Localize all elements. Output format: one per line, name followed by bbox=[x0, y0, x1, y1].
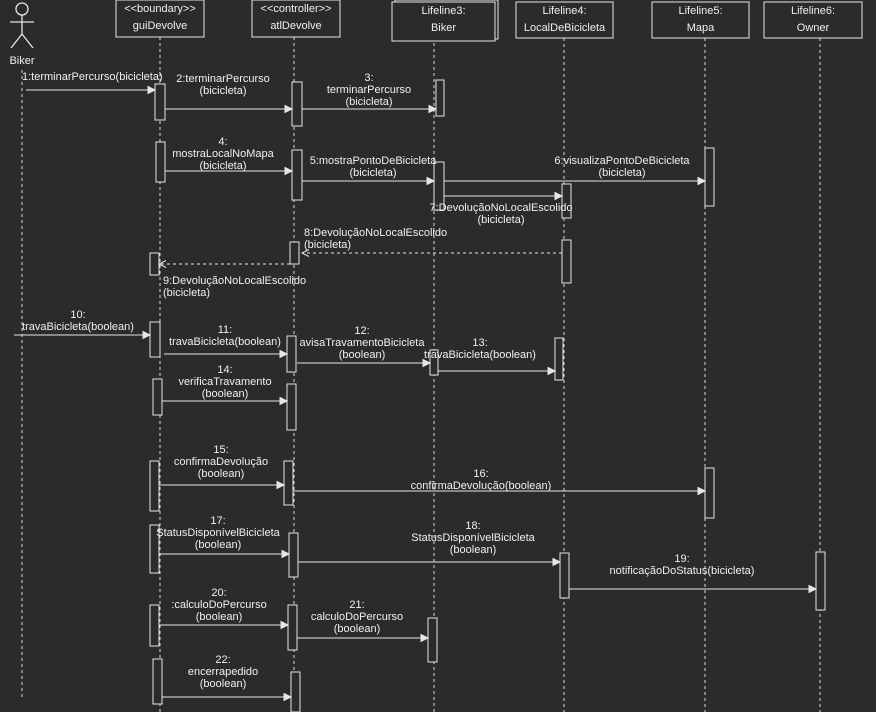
message-arrow-19 bbox=[569, 584, 818, 594]
activation-bar bbox=[149, 321, 161, 358]
activation-bar bbox=[286, 335, 297, 373]
lifeline-header-owner[interactable]: Lifeline6:Owner bbox=[763, 1, 863, 39]
activation-bar bbox=[288, 532, 299, 578]
message-label-9: 9:DevoluçãoNoLocalEscolido(bicicleta) bbox=[163, 275, 306, 299]
activation-bar bbox=[290, 671, 301, 712]
actor-head-icon bbox=[15, 2, 29, 16]
message-label-4: 4:mostraLocalNoMapa(bicicleta) bbox=[172, 136, 274, 172]
lifeline-name: Lifeline4:LocalDeBicicleta bbox=[524, 5, 606, 34]
message-label-3: 3:terminarPercurso(bicicleta) bbox=[327, 72, 411, 108]
lifeline-name: Lifeline3:Biker bbox=[421, 5, 465, 34]
message-label-19: 19:notificaçãoDoStatus(bicicleta) bbox=[610, 553, 755, 577]
message-label-7: 7:DevoluçãoNoLocalEscolido(bicicleta) bbox=[429, 202, 572, 226]
message-arrow-3 bbox=[302, 104, 438, 114]
activation-bar bbox=[554, 337, 564, 381]
lifeline-header-ctl[interactable]: <<controller>>atlDevolve bbox=[251, 0, 341, 38]
message-arrow-21 bbox=[297, 633, 430, 643]
message-label-15: 15:confirmaDevolução(boolean) bbox=[174, 444, 268, 480]
message-label-16: 16:confirmaDevolução(boolean) bbox=[411, 468, 552, 492]
actor-label: Biker bbox=[9, 55, 34, 67]
message-arrow-1 bbox=[26, 85, 157, 95]
message-arrow-22 bbox=[162, 692, 293, 702]
activation-bar bbox=[704, 467, 715, 519]
message-arrow-13 bbox=[438, 366, 557, 376]
lifeline-header-local[interactable]: Lifeline4:LocalDeBicicleta bbox=[515, 1, 614, 39]
message-label-20: 20::calculoDoPercurso(boolean) bbox=[171, 587, 266, 623]
message-arrow-14 bbox=[162, 396, 289, 406]
activation-bar bbox=[291, 149, 303, 201]
message-label-2: 2:terminarPercurso(bicicleta) bbox=[176, 73, 270, 97]
message-arrow-11 bbox=[164, 349, 289, 359]
message-arrow-6 bbox=[444, 176, 707, 186]
activation-bar bbox=[149, 460, 160, 512]
message-label-5: 5:mostraPontoDeBicicleta(bicicleta) bbox=[310, 155, 437, 179]
message-label-17: 17:StatusDisponívelBicicleta(boolean) bbox=[156, 515, 280, 551]
lifeline-name: Lifeline6:Owner bbox=[791, 5, 835, 34]
message-label-21: 21:calculoDoPercurso(boolean) bbox=[311, 599, 403, 635]
message-arrow-12 bbox=[297, 358, 432, 368]
message-label-22: 22:encerrapedido(boolean) bbox=[188, 654, 258, 690]
activation-bar bbox=[289, 241, 300, 265]
lifeline-header-biker[interactable]: Lifeline3:Biker bbox=[391, 0, 499, 42]
message-label-1: 1:terminarPercurso(bicicleta) bbox=[22, 71, 163, 83]
message-arrow-10 bbox=[14, 330, 152, 340]
message-arrow-15 bbox=[159, 480, 286, 490]
activation-bar bbox=[149, 524, 160, 574]
activation-bar bbox=[152, 378, 163, 416]
message-arrow-16 bbox=[293, 486, 707, 496]
message-arrow-2 bbox=[165, 104, 294, 114]
message-label-14: 14:verificaTravamento(boolean) bbox=[178, 364, 271, 400]
message-label-6: 6:visualizaPontoDeBicicleta(bicicleta) bbox=[554, 155, 690, 179]
message-arrow-18 bbox=[298, 557, 562, 567]
activation-bar bbox=[286, 383, 297, 431]
activation-bar bbox=[155, 141, 166, 183]
activation-bar bbox=[815, 551, 826, 611]
lifeline-name: <<boundary>>guiDevolve bbox=[124, 3, 196, 32]
activation-bar bbox=[559, 552, 570, 599]
activation-bar bbox=[427, 617, 438, 663]
activation-bar bbox=[287, 604, 298, 651]
activation-bar bbox=[283, 460, 294, 506]
lifeline-name: <<controller>>atlDevolve bbox=[261, 3, 332, 32]
message-label-18: 18:StatusDisponívelBicicleta(boolean) bbox=[411, 520, 535, 556]
message-label-13: 13:travaBicicleta(boolean) bbox=[424, 337, 536, 361]
activation-bar bbox=[149, 252, 160, 276]
lifeline-header-gui[interactable]: <<boundary>>guiDevolve bbox=[115, 0, 205, 38]
message-arrow-5 bbox=[302, 176, 436, 186]
message-arrow-7 bbox=[444, 191, 564, 201]
activation-bar bbox=[149, 604, 160, 647]
message-label-12: 12:avisaTravamentoBicicleta(boolean) bbox=[300, 325, 426, 361]
message-label-11: 11:travaBicicleta(boolean) bbox=[169, 324, 281, 348]
activation-bar bbox=[433, 161, 445, 211]
message-arrow-4 bbox=[165, 166, 294, 176]
message-label-10: 10:travaBicicleta(boolean) bbox=[22, 309, 134, 333]
activation-bar bbox=[561, 183, 572, 219]
message-arrow-20 bbox=[159, 620, 290, 630]
activation-bar bbox=[561, 239, 572, 284]
activation-bar bbox=[291, 81, 303, 127]
lifeline-name: Lifeline5:Mapa bbox=[678, 5, 722, 34]
message-arrow-8 bbox=[300, 249, 562, 257]
message-label-8: 8:DevoluçãoNoLocalEscolido(bicicleta) bbox=[304, 227, 447, 251]
lifeline-header-mapa[interactable]: Lifeline5:Mapa bbox=[651, 1, 750, 39]
actor-biker: Biker bbox=[9, 2, 35, 67]
activation-bar bbox=[435, 79, 445, 117]
activation-bar bbox=[704, 147, 715, 207]
activation-bar bbox=[152, 658, 163, 705]
message-arrow-9 bbox=[157, 260, 290, 268]
activation-bar bbox=[154, 83, 166, 121]
message-arrow-17 bbox=[159, 549, 291, 559]
